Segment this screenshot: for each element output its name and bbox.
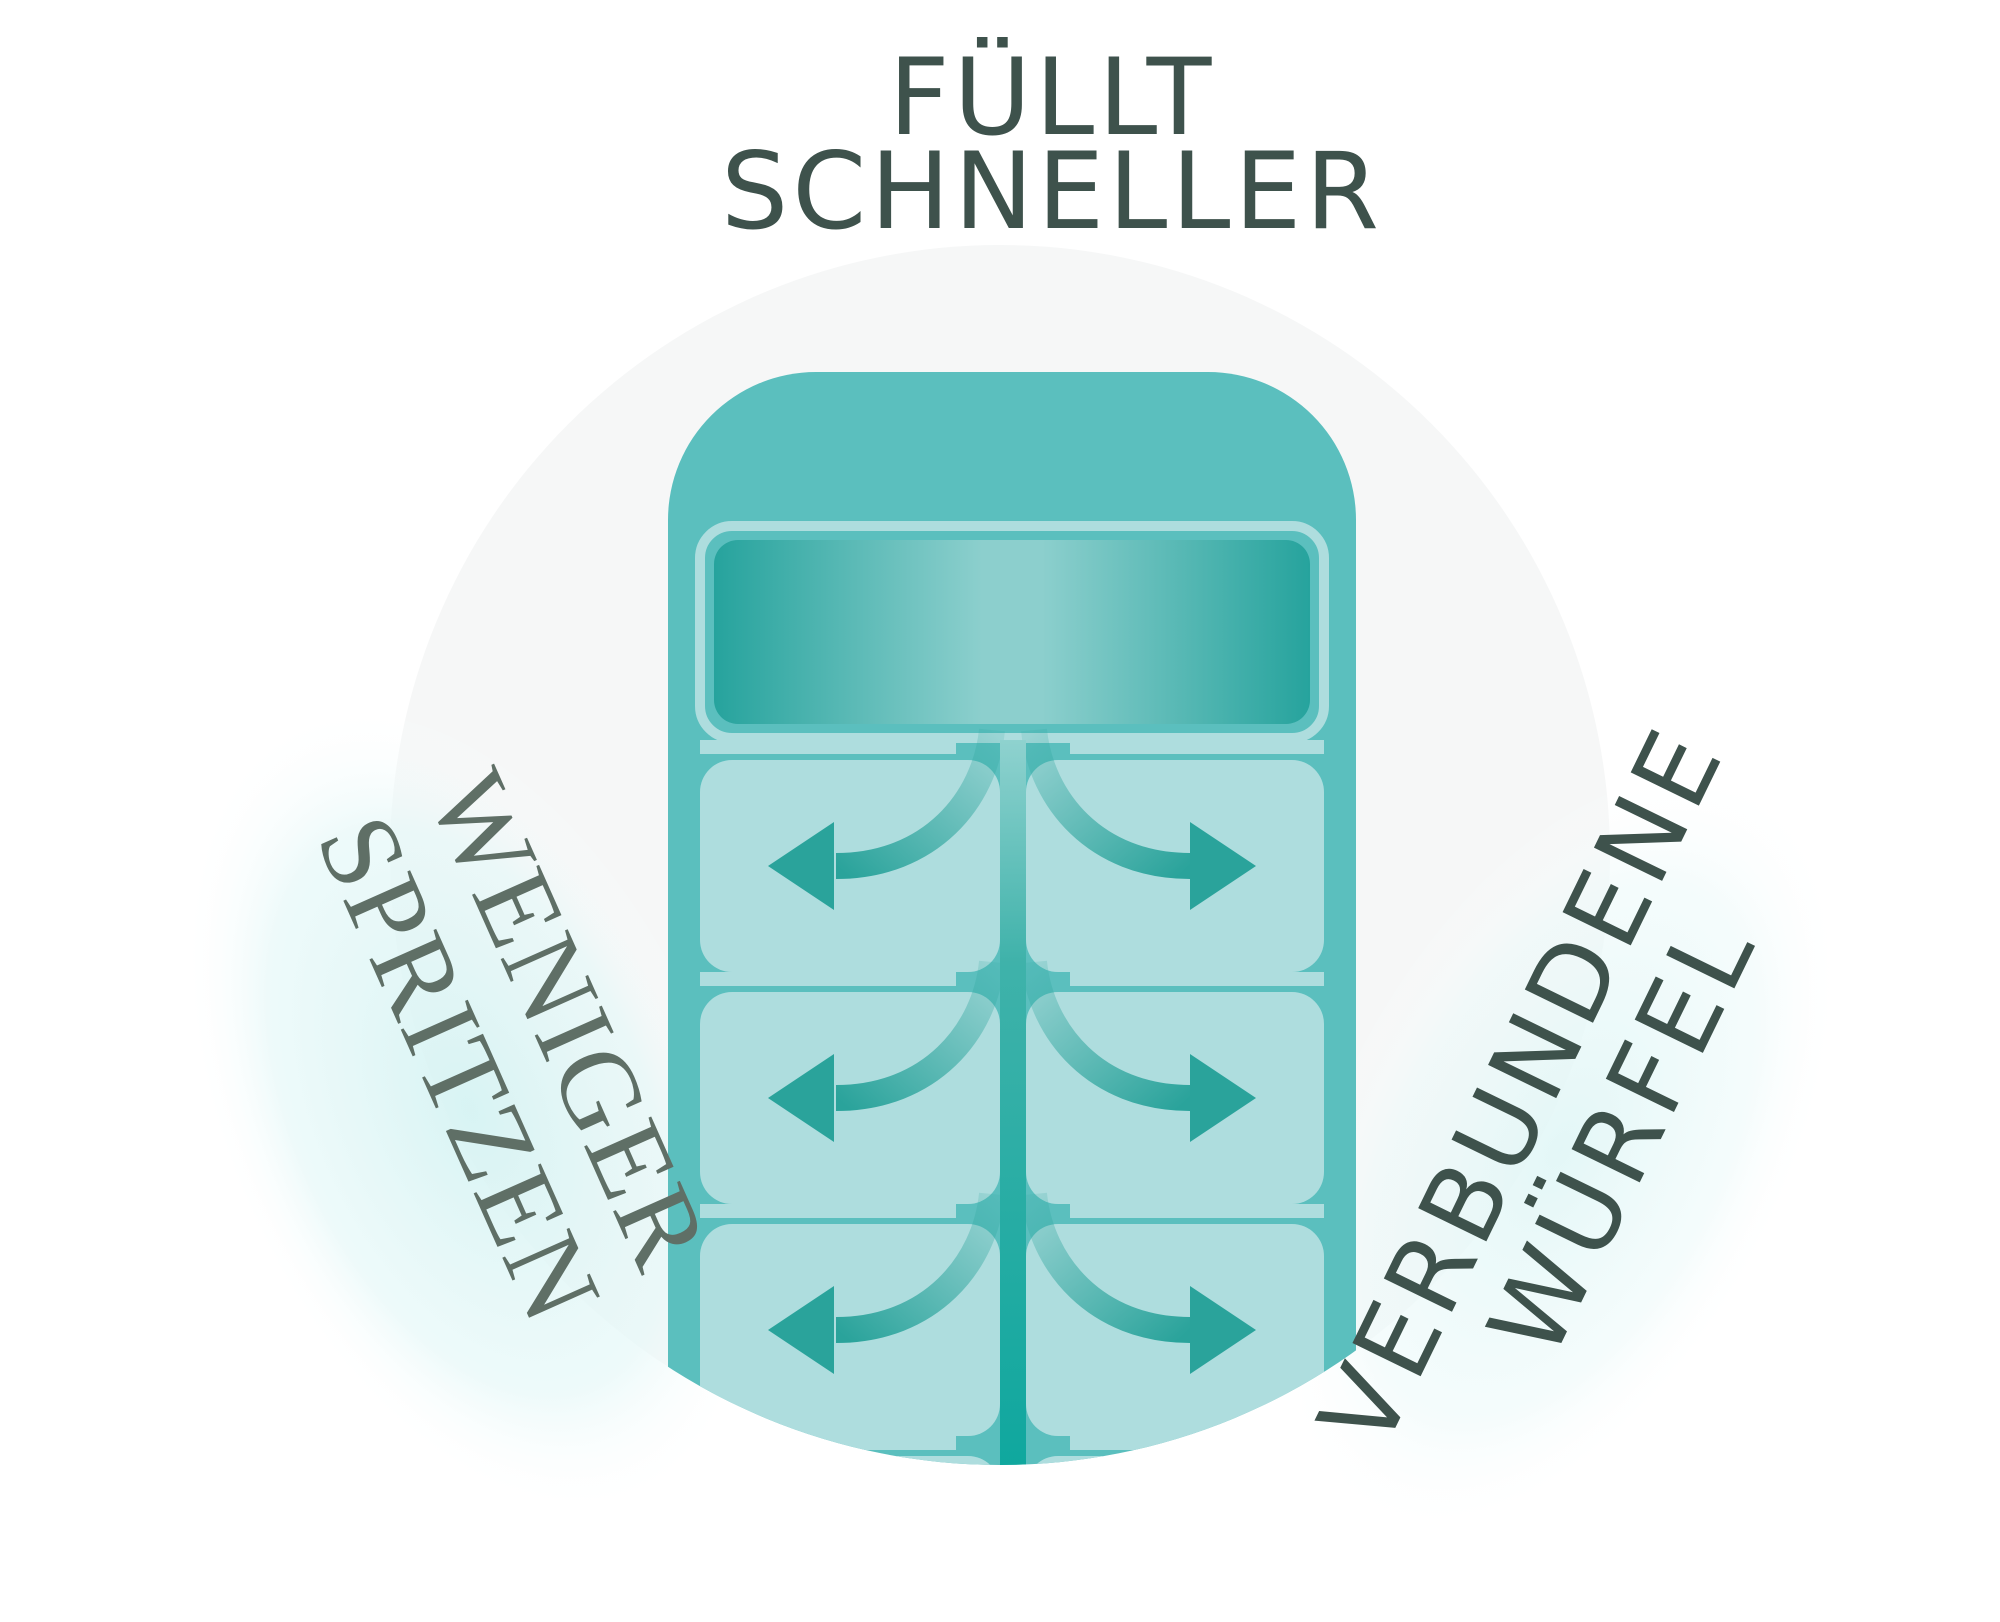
flow-curve-right <box>1021 960 1191 1111</box>
label-top-line1: FÜLLT <box>889 36 1216 159</box>
ice-cell-left <box>700 1456 1000 1465</box>
top-cell <box>714 540 1310 724</box>
arrow-right-icon <box>1190 822 1256 910</box>
arrow-right-icon <box>1190 1054 1256 1142</box>
row-divider-left <box>700 740 956 754</box>
row-divider-left <box>700 1436 956 1450</box>
arrow-left-icon <box>768 1054 834 1142</box>
row-divider-left <box>700 972 956 986</box>
row-divider-right <box>1070 972 1324 986</box>
flow-curve-left <box>835 1192 1005 1343</box>
ice-tray <box>668 372 1356 1465</box>
row-divider-right <box>1070 740 1324 754</box>
right-glow <box>1276 763 1844 1537</box>
row-divider-left <box>700 1204 956 1218</box>
arrow-left-icon <box>768 1286 834 1374</box>
arrow-right-icon <box>1190 1286 1256 1374</box>
left-glow <box>182 704 758 1516</box>
row-divider-right <box>1070 1204 1324 1218</box>
label-top: FÜLLT SCHNELLER <box>721 36 1383 253</box>
top-cell-outline <box>695 521 1329 743</box>
row-divider-right <box>1070 1436 1324 1450</box>
flow-curve-right <box>1021 728 1191 879</box>
ice-cell-right <box>1026 1456 1324 1465</box>
flow-curve-left <box>835 728 1005 879</box>
label-top-line2: SCHNELLER <box>721 130 1383 253</box>
flow-curve-right <box>1021 1192 1191 1343</box>
cell-rows <box>700 728 1324 1465</box>
arrow-left-icon <box>768 822 834 910</box>
flow-curve-left <box>835 960 1005 1111</box>
center-channel <box>1000 740 1026 1465</box>
